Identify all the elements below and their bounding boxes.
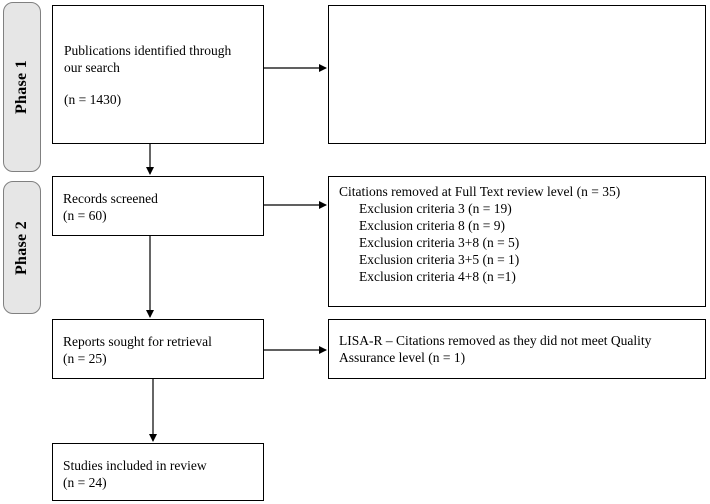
exclusion-item: Exclusion criteria 3+8 (n = 5) xyxy=(359,235,520,250)
retrieval-line1: Reports sought for retrieval xyxy=(63,334,212,349)
screened-line1: Records screened xyxy=(63,191,158,206)
screened-count: (n = 60) xyxy=(63,208,107,223)
exclusion-item: Exclusion criteria 8 (n = 9) xyxy=(359,218,505,233)
identified-line2: our search xyxy=(64,60,120,75)
phase-1-label: Phase 1 xyxy=(3,2,41,172)
identified-line1: Publications identified through xyxy=(64,43,232,58)
identified-count: (n = 1430) xyxy=(64,92,122,107)
quality-removed-line1: LISA-R – Citations removed as they did n… xyxy=(339,333,652,348)
retrieval-count: (n = 25) xyxy=(63,351,107,366)
fulltext-removed-box: Citations removed at Full Text review le… xyxy=(328,176,706,307)
retrieval-box: Reports sought for retrieval (n = 25) xyxy=(52,319,264,379)
exclusion-item: Exclusion criteria 3+5 (n = 1) xyxy=(359,252,520,267)
quality-removed-line2: Assurance level (n = 1) xyxy=(339,350,466,365)
fulltext-removed-title: Citations removed at Full Text review le… xyxy=(339,184,621,199)
quality-removed-box: LISA-R – Citations removed as they did n… xyxy=(328,319,706,379)
exclusion-item: Exclusion criteria 4+8 (n =1) xyxy=(359,269,516,284)
identified-box: Publications identified through our sear… xyxy=(52,5,264,144)
exclusion-item: Exclusion criteria 3 (n = 19) xyxy=(359,201,512,216)
excluded-phase1-box xyxy=(328,5,706,144)
included-box: Studies included in review (n = 24) xyxy=(52,443,264,501)
included-line1: Studies included in review xyxy=(63,458,207,473)
included-count: (n = 24) xyxy=(63,475,107,490)
screened-box: Records screened (n = 60) xyxy=(52,176,264,236)
phase-2-label: Phase 2 xyxy=(3,181,41,314)
